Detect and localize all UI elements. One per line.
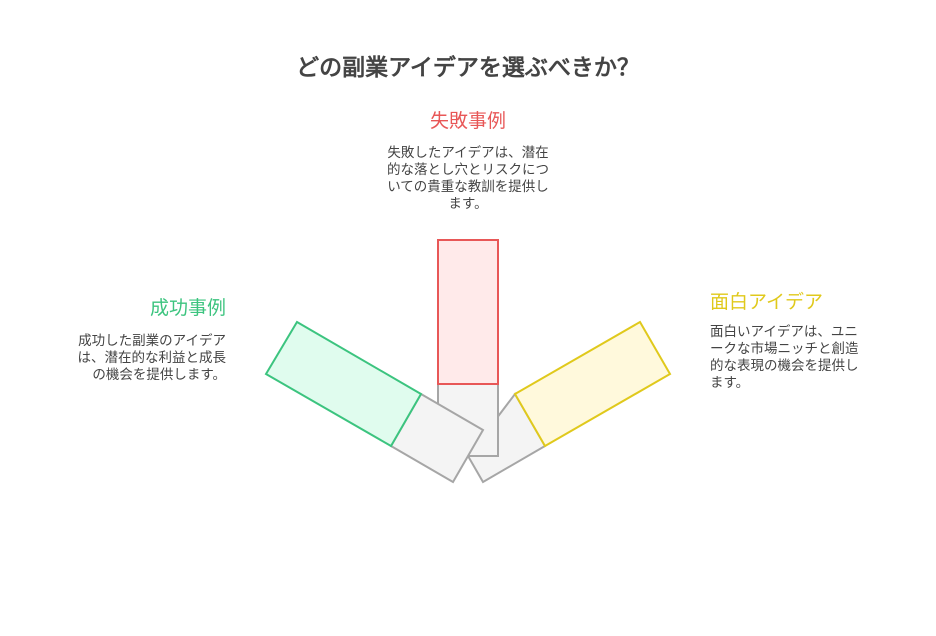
failure-description: 失敗したアイデアは、潜在 的な落とし穴とリスクにつ いての貴重な教訓を提供し ま… (368, 145, 568, 213)
failure-blade-tip (437, 239, 499, 385)
text-line: 成功した副業のアイデア (78, 333, 226, 349)
diagram-title: どの副業アイデアを選ぶべきか？ (296, 55, 640, 81)
success-heading: 成功事例 (149, 297, 226, 319)
success-blade-tip (264, 320, 423, 448)
text-line: ます。 (710, 375, 750, 391)
success-blade (264, 320, 485, 484)
text-line: 的な落とし穴とリスクにつ (387, 162, 549, 178)
text-line: 的な表現の機会を提供し (710, 358, 859, 374)
failure-heading: 失敗事例 (429, 110, 506, 132)
text-line: は、潜在的な利益と成長 (77, 350, 227, 366)
text-line: いての貴重な教訓を提供し (387, 179, 549, 195)
success-description: 成功した副業のアイデア は、潜在的な利益と成長 の機会を提供します。 (26, 333, 227, 384)
text-line: の機会を提供します。 (92, 367, 226, 383)
interesting-blade-tip (513, 320, 672, 448)
text-line: ークな市場ニッチと創造 (710, 341, 859, 357)
interesting-blade (466, 320, 672, 484)
text-line: 失敗したアイデアは、潜在 (387, 145, 549, 161)
interesting-description: 面白いアイデアは、ユニ ークな市場ニッチと創造 的な表現の機会を提供し ます。 (710, 324, 910, 392)
interesting-heading: 面白アイデア (710, 291, 824, 313)
text-line: ます。 (448, 196, 488, 212)
text-line: 面白いアイデアは、ユニ (710, 324, 858, 340)
